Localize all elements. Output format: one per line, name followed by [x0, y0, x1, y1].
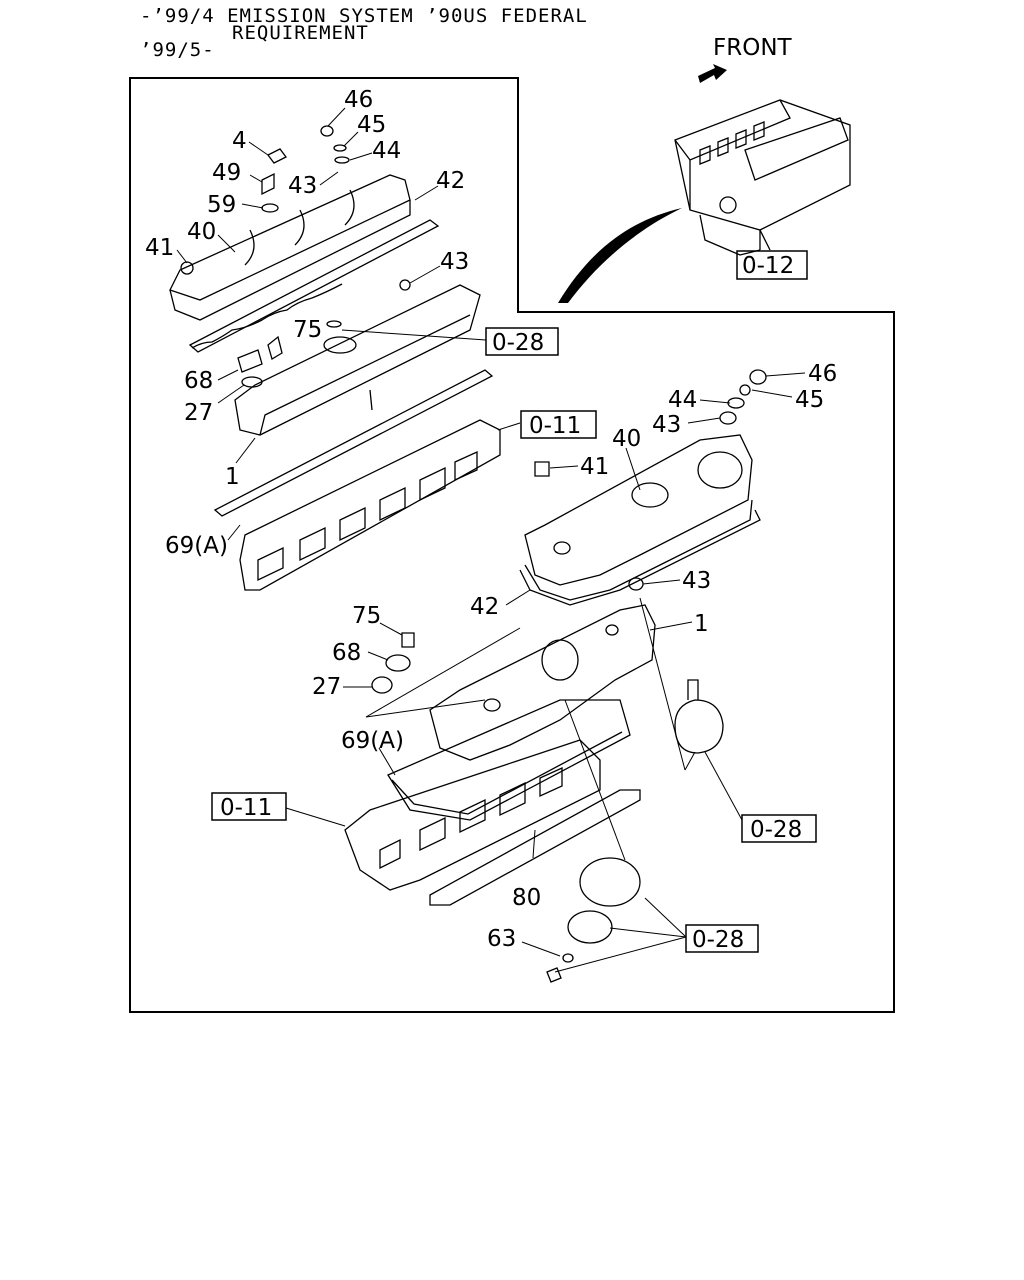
ref-028-bottom: 0-28 — [692, 927, 744, 953]
callout-43-b: 43 — [440, 249, 469, 275]
callout-63: 63 — [487, 926, 516, 952]
callout-69a: 69(A) — [165, 533, 228, 559]
callout-42: 42 — [436, 168, 465, 194]
callout-46: 46 — [344, 87, 373, 113]
callout-45-b: 45 — [795, 387, 824, 413]
lower-cover-assembly — [344, 369, 767, 983]
callout-44: 44 — [372, 138, 401, 164]
ref-box-011-left — [211, 792, 287, 821]
callout-4: 4 — [232, 128, 247, 154]
header-line-2: ’99/5- — [140, 39, 215, 61]
callout-75-b: 75 — [352, 603, 381, 629]
upper-cover-assembly — [169, 125, 501, 591]
callout-80: 80 — [512, 885, 541, 911]
callout-1: 1 — [225, 464, 240, 490]
front-label: FRONT — [713, 35, 793, 61]
engine-thumbnail-icon — [674, 99, 851, 256]
callout-46-b: 46 — [808, 361, 837, 387]
ref-012: 0-12 — [742, 253, 794, 279]
ref-011-mid: 0-11 — [529, 413, 581, 439]
callout-45: 45 — [357, 112, 386, 138]
ref-box-011-mid — [520, 410, 597, 439]
diagram-frame — [129, 77, 895, 1013]
pointer-swoosh — [558, 208, 682, 303]
header-line-1: -’99/4 EMISSION SYSTEM ’90US FEDERAL — [140, 5, 588, 27]
ref-011-left: 0-11 — [220, 795, 272, 821]
header-line-1b: REQUIREMENT — [232, 22, 369, 44]
callout-40-b: 40 — [612, 426, 641, 452]
ref-box-028-top — [485, 327, 559, 356]
callout-43: 43 — [288, 173, 317, 199]
callout-1-b: 1 — [694, 611, 709, 637]
callout-68: 68 — [184, 368, 213, 394]
callout-59: 59 — [207, 192, 236, 218]
front-arrow-icon — [698, 64, 727, 83]
upper-leader-lines — [176, 107, 521, 541]
lower-leader-lines — [285, 372, 806, 973]
ref-028-top: 0-28 — [492, 330, 544, 356]
callout-49: 49 — [212, 160, 241, 186]
ref-028-right: 0-28 — [750, 817, 802, 843]
ref-box-012 — [736, 250, 808, 280]
callout-44-b: 44 — [668, 387, 697, 413]
callout-68-b: 68 — [332, 640, 361, 666]
callout-42-b: 42 — [470, 594, 499, 620]
ref-box-028-bottom — [685, 924, 759, 953]
callout-40: 40 — [187, 219, 216, 245]
callout-75: 75 — [293, 317, 322, 343]
callout-41-b: 41 — [580, 454, 609, 480]
callout-27: 27 — [184, 400, 213, 426]
ref-box-028-right — [741, 814, 817, 843]
callout-43-d: 43 — [682, 568, 711, 594]
callout-43-c: 43 — [652, 412, 681, 438]
callout-27-b: 27 — [312, 674, 341, 700]
callout-69a-b: 69(A) — [341, 728, 404, 754]
callout-41: 41 — [145, 235, 174, 261]
